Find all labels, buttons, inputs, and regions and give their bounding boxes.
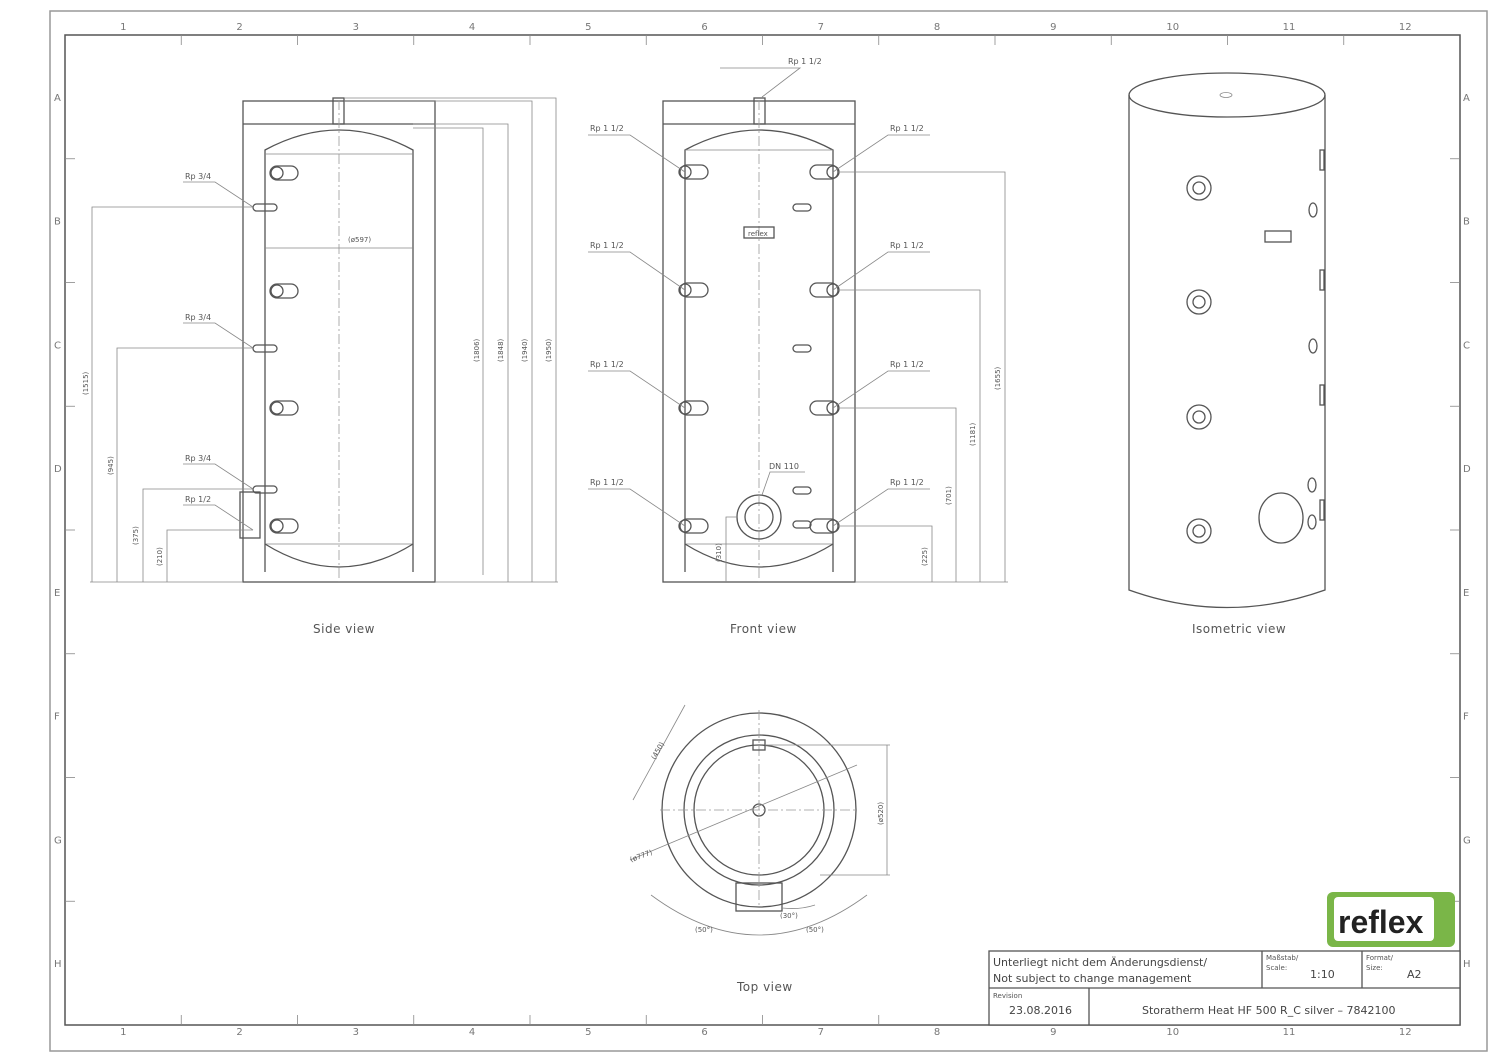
title-block: Unterliegt nicht dem Änderungsdienst/ No… <box>988 950 1461 1026</box>
side-diameter-label: (ø597) <box>348 236 371 244</box>
grid-column-label: 3 <box>353 1027 359 1038</box>
grid-column-label: 6 <box>701 22 707 33</box>
top-angle-50-left: (50°) <box>695 926 713 934</box>
grid-row-label: A <box>1463 93 1470 104</box>
front-connection-label: Rp 1 1/2 <box>890 124 924 133</box>
grid-column-label: 1 <box>120 22 126 33</box>
front-dim-1181: (1181) <box>969 422 977 446</box>
grid-row-label: H <box>1463 959 1471 970</box>
top-view: (450) (ø520) (ø777) (30°) (50°) (50°) To… <box>629 704 890 994</box>
grid-column-label: 1 <box>120 1027 126 1038</box>
reflex-logo: reflex <box>1327 892 1455 947</box>
side-connection-label: Rp 3/4 <box>185 454 211 463</box>
front-connection-label: Rp 1 1/2 <box>890 241 924 250</box>
grid-column-label: 10 <box>1166 22 1179 33</box>
grid-column-label: 2 <box>236 1027 242 1038</box>
notice-en: Not subject to change management <box>993 972 1192 985</box>
grid-column-label: 7 <box>818 1027 824 1038</box>
side-connection-label: Rp 3/4 <box>185 313 211 322</box>
side-dim-1950: (1950) <box>545 338 553 362</box>
front-flange-height: (310) <box>715 543 723 562</box>
grid-row-label: G <box>1463 835 1471 846</box>
outer-border <box>49 10 1488 1052</box>
grid-column-label: 10 <box>1166 1027 1179 1038</box>
front-connection-label: Rp 1 1/2 <box>590 478 624 487</box>
side-dim-1806: (1806) <box>473 338 481 362</box>
front-dim-701: (701) <box>945 486 953 505</box>
grid-row-label: E <box>54 588 60 599</box>
grid-row-label: C <box>1463 340 1470 351</box>
front-connection-label: Rp 1 1/2 <box>890 360 924 369</box>
grid-row-label: F <box>1463 712 1469 723</box>
drawing-title: Storatherm Heat HF 500 R_C silver – 7842… <box>1142 1004 1396 1017</box>
grid-row-label: G <box>54 835 62 846</box>
grid-column-label: 2 <box>236 22 242 33</box>
format-label-de: Format/ <box>1366 954 1394 962</box>
front-connection-label: Rp 1 1/2 <box>590 360 624 369</box>
grid-row-label: B <box>54 217 61 228</box>
top-angle-30: (30°) <box>780 912 798 920</box>
grid-row-label: C <box>54 340 61 351</box>
scale-value: 1:10 <box>1310 968 1335 981</box>
front-connection-label: Rp 1 1/2 <box>590 241 624 250</box>
front-top-connection-label: Rp 1 1/2 <box>788 57 822 66</box>
side-view: (ø597) Rp 3/4 Rp 3/4 Rp 3/4 Rp 1/2 (1515… <box>82 97 558 636</box>
front-connection-label: Rp 1 1/2 <box>890 478 924 487</box>
side-dim-210: (210) <box>156 547 164 566</box>
grid-column-label: 8 <box>934 1027 940 1038</box>
side-connection-label: Rp 3/4 <box>185 172 211 181</box>
flange-label: DN 110 <box>769 462 799 471</box>
grid-column-label: 4 <box>469 22 475 33</box>
grid-column-label: 11 <box>1283 1027 1296 1038</box>
side-dim-375: (375) <box>132 526 140 545</box>
grid-row-label: E <box>1463 588 1469 599</box>
side-dim-1515: (1515) <box>82 371 90 395</box>
front-view-caption: Front view <box>730 622 797 636</box>
grid-column-label: 5 <box>585 22 591 33</box>
grid-column-label: 12 <box>1399 1027 1412 1038</box>
front-view: reflex Rp 1 1/2 Rp 1 1/2 Rp 1 1/2 Rp 1 1… <box>588 57 1008 636</box>
front-dim-1655: (1655) <box>994 366 1002 390</box>
revision-date: 23.08.2016 <box>1009 1004 1072 1017</box>
top-angle-50-right: (50°) <box>806 926 824 934</box>
side-view-caption: Side view <box>313 622 375 636</box>
side-dim-1848: (1848) <box>497 338 505 362</box>
format-value: A2 <box>1407 968 1422 981</box>
top-dim-inner-diameter: (ø520) <box>877 802 885 825</box>
front-connection-label: Rp 1 1/2 <box>590 124 624 133</box>
front-dim-225: (225) <box>921 547 929 566</box>
grid-column-label: 11 <box>1283 22 1296 33</box>
top-view-caption: Top view <box>736 980 793 994</box>
notice-de: Unterliegt nicht dem Änderungsdienst/ <box>993 956 1207 969</box>
scale-label-en: Scale: <box>1266 964 1287 972</box>
side-dim-945: (945) <box>107 456 115 475</box>
grid-column-label: 7 <box>818 22 824 33</box>
grid-row-label: D <box>1463 464 1471 475</box>
revision-label: Revision <box>993 992 1022 1000</box>
scale-label-de: Maßstab/ <box>1266 954 1299 962</box>
isometric-view: Isometric view <box>1128 72 1326 636</box>
format-label-en: Size: <box>1366 964 1383 972</box>
grid-column-label: 12 <box>1399 22 1412 33</box>
reflex-badge: reflex <box>748 230 768 238</box>
isometric-view-caption: Isometric view <box>1192 622 1286 636</box>
grid-row-label: B <box>1463 217 1470 228</box>
grid-column-label: 3 <box>353 22 359 33</box>
grid-row-label: D <box>54 464 62 475</box>
grid-row-label: A <box>54 93 61 104</box>
side-connection-label: Rp 1/2 <box>185 495 211 504</box>
grid-column-label: 4 <box>469 1027 475 1038</box>
grid-column-label: 9 <box>1050 1027 1056 1038</box>
grid-column-label: 5 <box>585 1027 591 1038</box>
grid-column-label: 9 <box>1050 22 1056 33</box>
grid-column-label: 6 <box>701 1027 707 1038</box>
top-dim-outer-diameter: (ø777) <box>629 848 654 864</box>
logo-text: reflex <box>1338 904 1424 940</box>
grid-column-label: 8 <box>934 22 940 33</box>
side-dim-1940: (1940) <box>521 338 529 362</box>
top-dim-450: (450) <box>650 740 666 761</box>
grid-row-label: H <box>54 959 62 970</box>
grid-row-label: F <box>54 712 60 723</box>
